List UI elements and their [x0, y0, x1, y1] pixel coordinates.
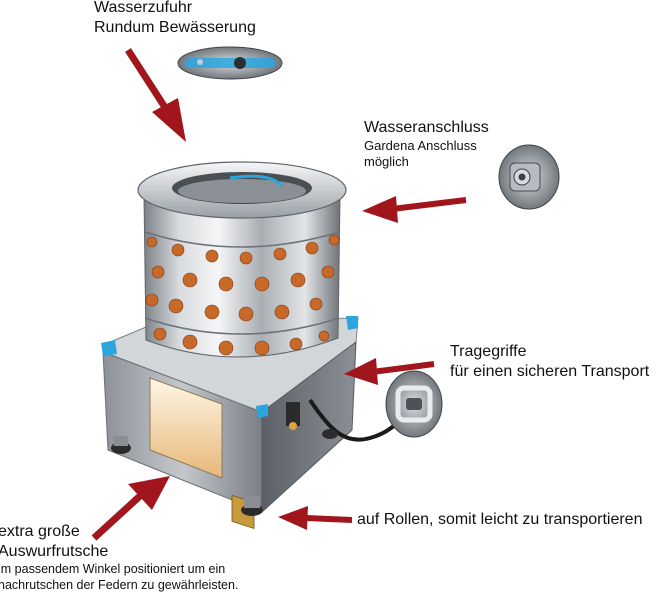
label-water-connection-sub1: Gardena Anschluss — [364, 138, 477, 153]
label-water-connection-title: Wasseranschluss — [364, 119, 489, 136]
caster-wheels — [111, 429, 338, 516]
label-handles-line1: Tragegriffe — [450, 343, 527, 360]
switch-box — [286, 402, 300, 426]
water-ring — [229, 174, 284, 188]
label-chute: extra große Auswurfrutsche im passendem … — [0, 522, 238, 593]
label-water-supply-line2: Rundum Bewässerung — [94, 19, 256, 36]
label-handles: Tragegriffe für einen sicheren Transport — [450, 342, 649, 382]
label-chute-note1: im passendem Winkel positioniert um ein — [0, 562, 226, 576]
label-water-connection: Wasseranschluss Gardena Anschluss möglic… — [364, 118, 489, 171]
base-side-panel — [261, 340, 357, 514]
corner-cap-right — [346, 316, 358, 330]
label-water-supply-line1: Wasserzufuhr — [94, 0, 193, 16]
label-water-supply: Wasserzufuhr Rundum Bewässerung — [94, 0, 256, 38]
switch-knob — [289, 422, 297, 430]
drum-ring-upper — [144, 231, 340, 248]
label-wheels: auf Rollen, somit leicht zu transportier… — [357, 510, 642, 530]
label-chute-line2: Auswurfrutsche — [0, 543, 109, 560]
label-wheels-text: auf Rollen, somit leicht zu transportier… — [357, 511, 643, 528]
corner-cap-left — [101, 340, 117, 356]
drum-ring-lower — [144, 317, 340, 335]
drum-body — [143, 195, 341, 358]
label-water-connection-sub2: möglich — [364, 154, 409, 170]
plucker-fingers — [145, 234, 340, 356]
callout-arrows — [91, 48, 467, 541]
label-chute-note2: nachrutschen der Federn zu gewährleisten… — [0, 577, 239, 592]
label-handles-line2: für einen sicheren Transport — [450, 363, 650, 380]
corner-cap-front — [256, 404, 268, 418]
drum-inner — [178, 179, 306, 203]
label-chute-line1: extra große — [0, 523, 80, 540]
discharge-chute — [149, 377, 223, 479]
